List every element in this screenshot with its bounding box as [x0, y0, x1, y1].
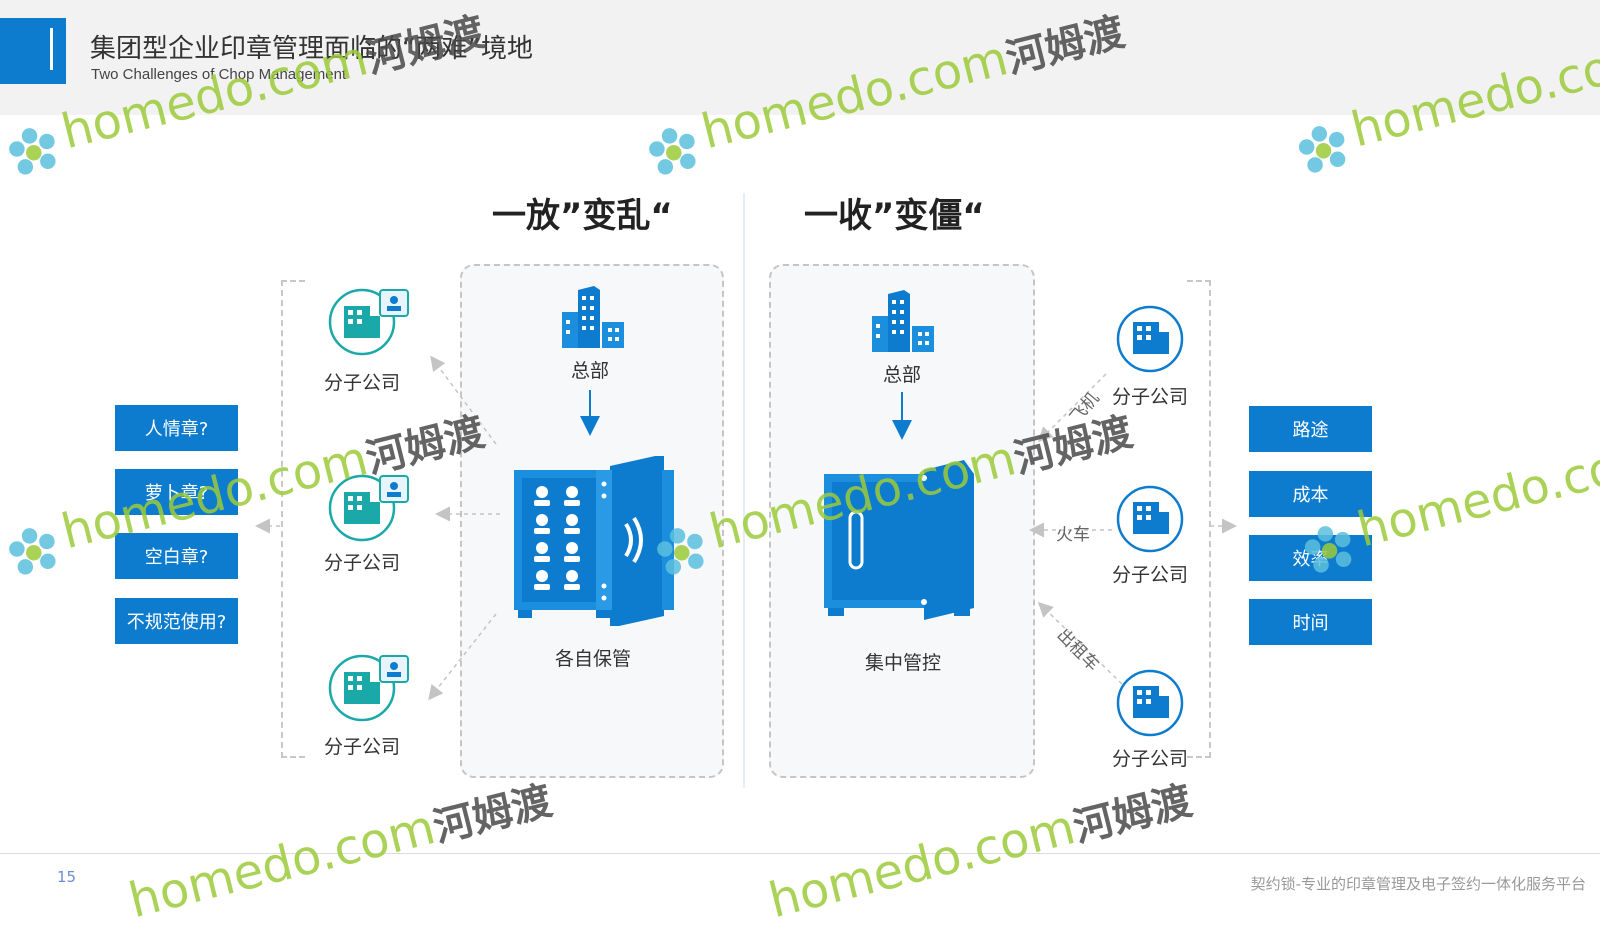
- left-hq-label: 总部: [570, 360, 609, 382]
- left-branch-label-2: 分子公司: [323, 552, 400, 574]
- footer-tagline: 契约锁-专业的印章管理及电子签约一体化服务平台: [1250, 875, 1586, 893]
- center-divider: [743, 193, 745, 788]
- cost-tag-cost: 成本: [1249, 471, 1372, 517]
- problem-tag-misuse: 不规范使用?: [115, 598, 238, 644]
- header-accent-bar: [0, 18, 66, 84]
- left-branch-label-1: 分子公司: [323, 372, 400, 394]
- cost-tag-efficiency: 效率: [1249, 535, 1372, 581]
- right-branch-bracket: [1187, 280, 1211, 758]
- problem-tag-fake-seal: 萝卜章?: [115, 469, 238, 515]
- hq-building-icon: [872, 290, 934, 352]
- branch-company-icon: [1116, 485, 1184, 553]
- branch-company-icon: [1116, 305, 1184, 373]
- right-branch-label-1: 分子公司: [1111, 386, 1188, 408]
- cost-tag-time: 时间: [1249, 599, 1372, 645]
- left-branch-label-3: 分子公司: [323, 736, 400, 758]
- left-branch-bracket: [281, 280, 305, 758]
- right-branch-label-2: 分子公司: [1111, 564, 1188, 586]
- right-branch-label-3: 分子公司: [1111, 748, 1188, 770]
- branch-company-icon: [328, 474, 409, 542]
- branch-company-icon: [328, 288, 409, 356]
- page-title: 集团型企业印章管理面临的“两难”境地: [90, 34, 533, 64]
- left-safe-label: 各自保管: [554, 648, 631, 670]
- open-safe-icon: [514, 456, 674, 626]
- transport-label-train: 火车: [1056, 525, 1090, 545]
- page-number: 15: [57, 868, 77, 886]
- cost-tag-journey: 路途: [1249, 406, 1372, 452]
- connector-lines: [255, 355, 1237, 701]
- right-hq-label: 总部: [882, 364, 921, 386]
- closed-safe-icon: [824, 460, 974, 620]
- problem-tag-blank-seal: 空白章?: [115, 533, 238, 579]
- footer-divider: [0, 853, 1600, 854]
- right-section-title: 一收”变僵“: [804, 196, 985, 236]
- hq-building-icon: [562, 286, 624, 348]
- branch-company-icon: [328, 654, 409, 722]
- left-section-title: 一放”变乱“: [492, 196, 673, 236]
- branch-company-icon: [1116, 669, 1184, 737]
- page-subtitle: Two Challenges of Chop Management: [91, 66, 347, 83]
- right-safe-label: 集中管控: [864, 652, 941, 674]
- problem-tag-favor-seal: 人情章?: [115, 405, 238, 451]
- header-band: [0, 0, 1600, 115]
